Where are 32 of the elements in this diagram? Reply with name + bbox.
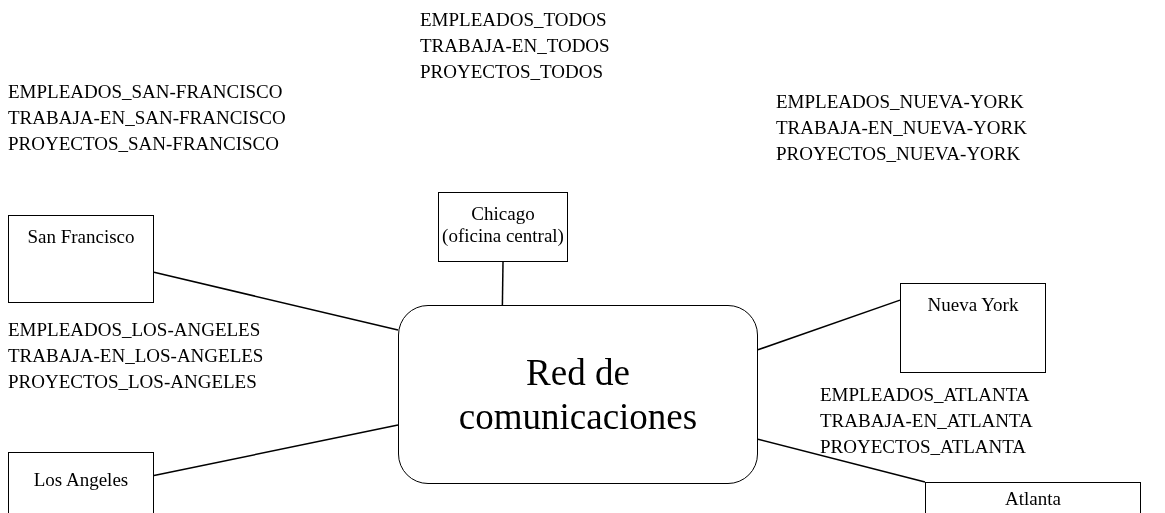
relation-fragment-label: PROYECTOS_NUEVA-YORK: [776, 142, 1021, 166]
network-rounded-box: [398, 305, 758, 484]
relation-fragment-label: EMPLEADOS_TODOS: [420, 8, 607, 32]
office-name: Atlanta: [1005, 488, 1061, 510]
relation-fragment-label: EMPLEADOS_ATLANTA: [820, 383, 1030, 407]
relation-fragment-label: PROYECTOS_ATLANTA: [820, 435, 1027, 459]
office-box: [900, 283, 1046, 373]
relation-fragment-label: PROYECTOS_LOS-ANGELES: [8, 370, 257, 394]
relation-fragment-label: EMPLEADOS_SAN-FRANCISCO: [8, 80, 283, 104]
connector-line: [153, 271, 399, 331]
connector-line: [757, 438, 926, 483]
connector-line: [501, 261, 504, 306]
network-label: Red de comunicaciones: [457, 350, 699, 439]
office-name: Chicago (oficina central): [441, 203, 565, 247]
connector-line: [757, 299, 901, 351]
relation-fragment-label: PROYECTOS_SAN-FRANCISCO: [8, 132, 279, 156]
relation-fragment-label: EMPLEADOS_LOS-ANGELES: [8, 318, 261, 342]
connector-line: [153, 424, 399, 477]
office-box: [8, 452, 154, 513]
office-box: [925, 482, 1141, 513]
relation-fragment-label: TRABAJA-EN_TODOS: [420, 34, 610, 58]
relation-fragment-label: TRABAJA-EN_NUEVA-YORK: [776, 116, 1027, 140]
office-box: [8, 215, 154, 303]
relation-fragment-label: EMPLEADOS_NUEVA-YORK: [776, 90, 1024, 114]
office-name: Los Angeles: [33, 469, 129, 491]
office-name: Nueva York: [927, 294, 1019, 316]
office-box: [438, 192, 568, 262]
office-name: San Francisco: [27, 226, 135, 248]
relation-fragment-label: PROYECTOS_TODOS: [420, 60, 603, 84]
relation-fragment-label: TRABAJA-EN_LOS-ANGELES: [8, 344, 264, 368]
relation-fragment-label: TRABAJA-EN_SAN-FRANCISCO: [8, 106, 286, 130]
relation-fragment-label: TRABAJA-EN_ATLANTA: [820, 409, 1033, 433]
